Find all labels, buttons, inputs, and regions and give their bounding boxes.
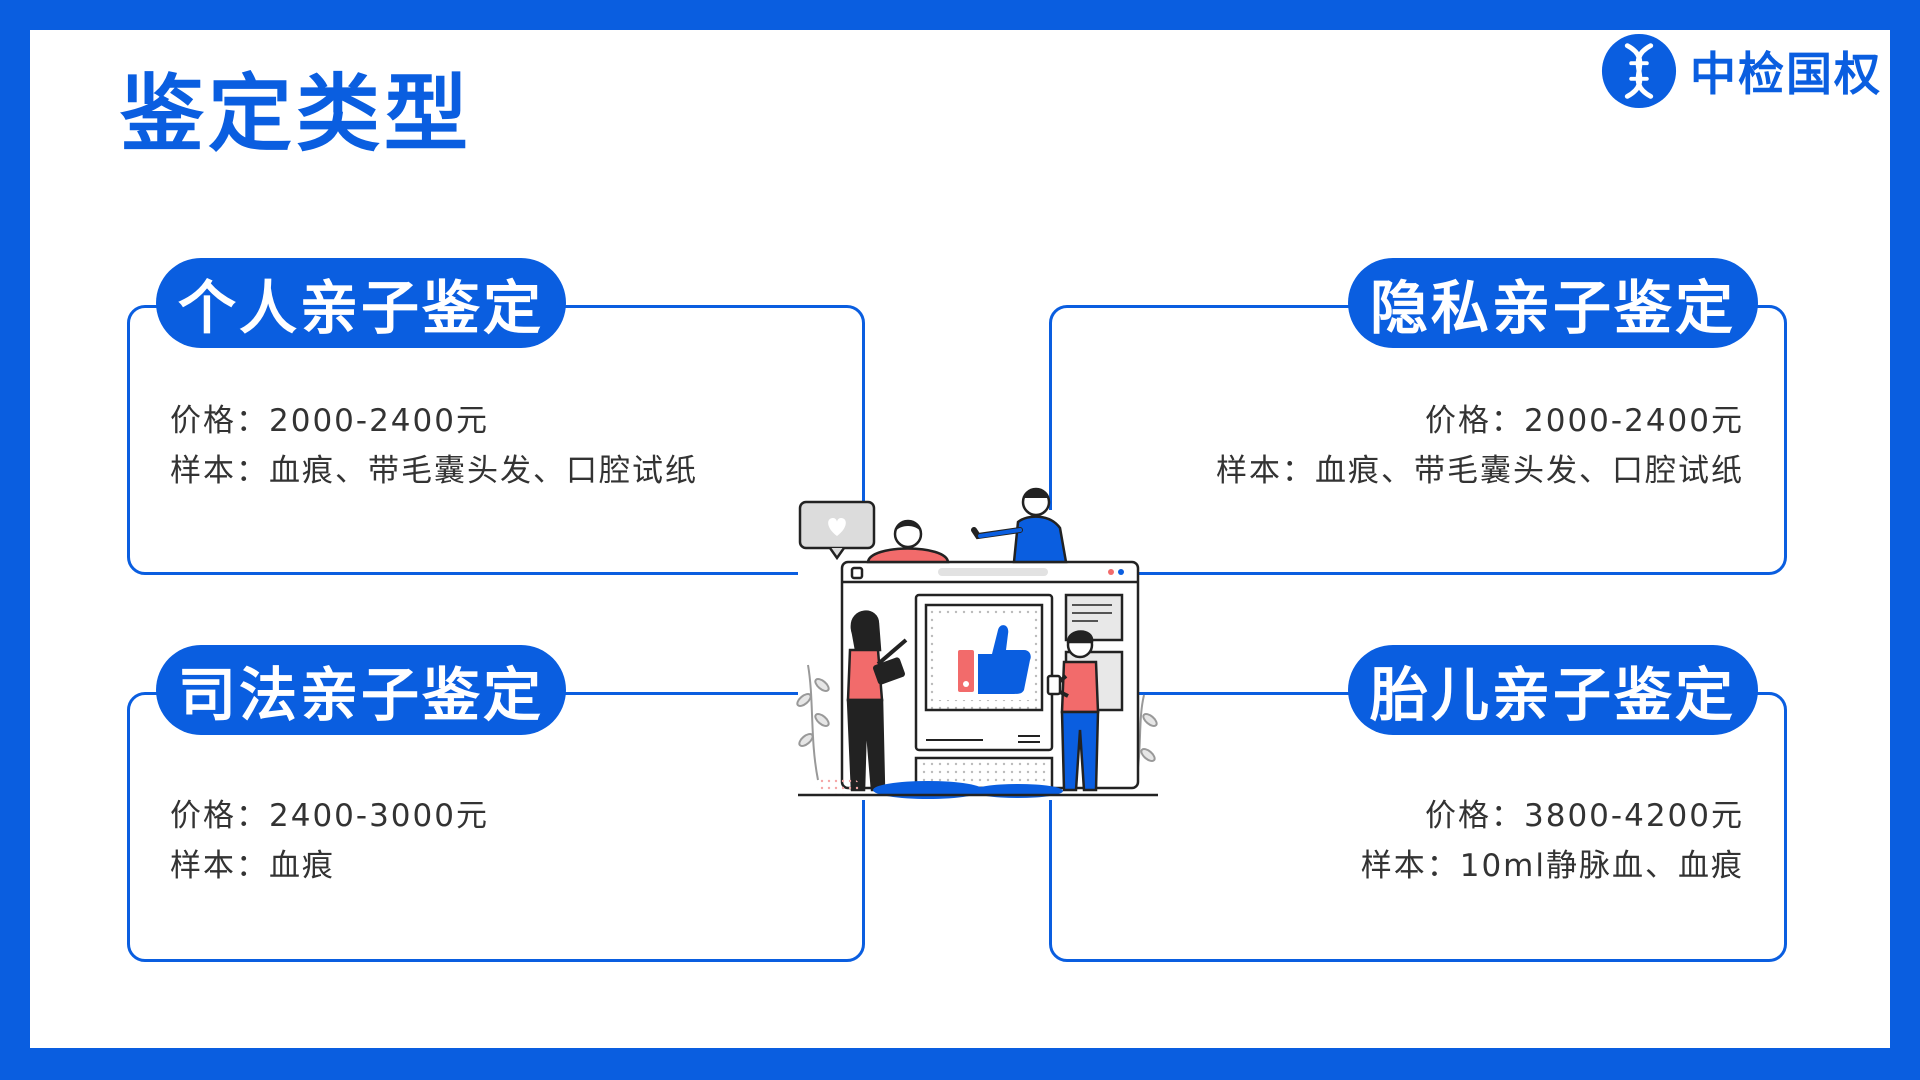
card-sample: 样本：10ml静脉血、血痕 — [1360, 848, 1744, 884]
card-sample: 样本：血痕 — [170, 848, 335, 884]
card-title: 胎儿亲子鉴定 — [1347, 645, 1758, 735]
card-title: 个人亲子鉴定 — [156, 258, 567, 348]
card-price: 价格：2000-2400元 — [1425, 403, 1744, 439]
person-with-phone-icon — [1046, 630, 1100, 792]
card-price: 价格：2000-2400元 — [170, 403, 489, 439]
card-private-paternity: 隐私亲子鉴定 价格：2000-2400元 样本：血痕、带毛囊头发、口腔试纸 — [1049, 258, 1787, 575]
card-prenatal-paternity: 胎儿亲子鉴定 价格：3800-4200元 样本：10ml静脉血、血痕 — [1049, 645, 1787, 962]
card-judicial-paternity: 司法亲子鉴定 价格：2400-3000元 样本：血痕 — [127, 645, 865, 962]
plant-left-icon — [796, 664, 830, 781]
card-price: 价格：3800-4200元 — [1425, 798, 1744, 834]
social-like-illustration — [796, 487, 1158, 800]
person-with-tablet-icon — [846, 610, 908, 792]
card-price: 价格：2400-3000元 — [170, 798, 489, 834]
logo-text: 中检国权 — [1690, 47, 1882, 101]
card-info: 价格：2400-3000元 样本：血痕 — [170, 791, 489, 891]
page-title: 鉴定类型 — [120, 65, 473, 163]
card-sample: 样本：血痕、带毛囊头发、口腔试纸 — [1216, 453, 1744, 489]
slide-canvas: 鉴定类型 中检国权 个人亲子鉴定 价格：2000-2400元 样本：血痕、带毛囊… — [30, 30, 1890, 1048]
brand-logo: 中检国权 — [1600, 32, 1882, 110]
card-info: 价格：3800-4200元 样本：10ml静脉血、血痕 — [1361, 791, 1744, 891]
card-info: 价格：2000-2400元 样本：血痕、带毛囊头发、口腔试纸 — [1216, 396, 1744, 496]
card-personal-paternity: 个人亲子鉴定 价格：2000-2400元 样本：血痕、带毛囊头发、口腔试纸 — [127, 258, 865, 575]
card-sample: 样本：血痕、带毛囊头发、口腔试纸 — [170, 453, 698, 489]
heart-bubble-icon — [798, 500, 876, 561]
person-peeking-icon — [866, 519, 950, 564]
dna-helix-icon — [1601, 33, 1677, 109]
ground-decoration — [798, 776, 1158, 799]
thumbs-up-icon — [958, 625, 1031, 694]
card-title: 隐私亲子鉴定 — [1347, 258, 1758, 348]
card-info: 价格：2000-2400元 样本：血痕、带毛囊头发、口腔试纸 — [170, 396, 698, 496]
card-title: 司法亲子鉴定 — [156, 645, 567, 735]
person-pointing-icon — [971, 487, 1068, 564]
